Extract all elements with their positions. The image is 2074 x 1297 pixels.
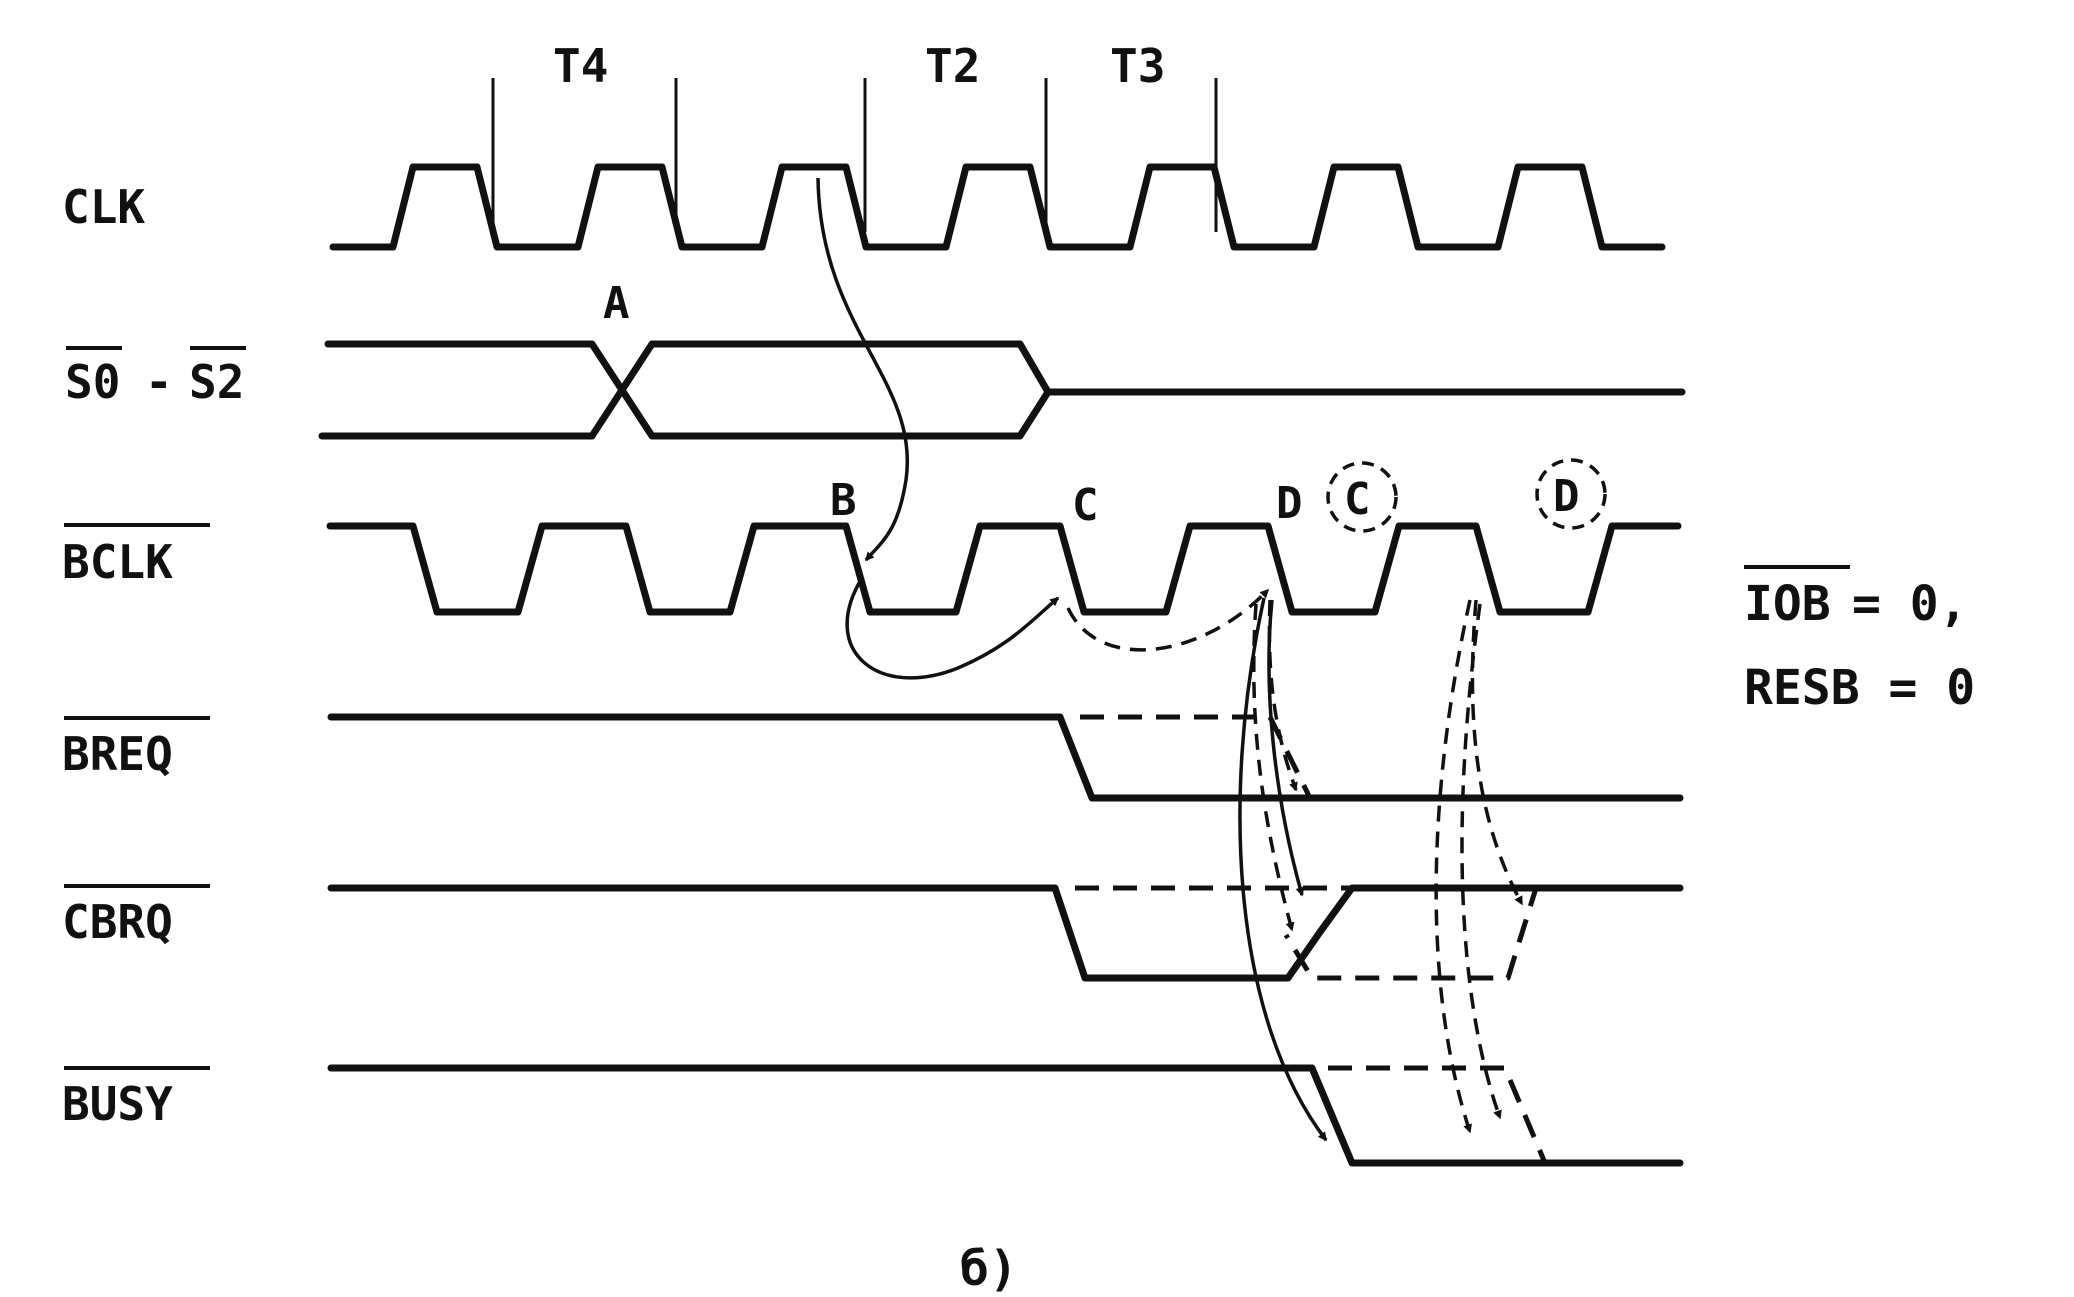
waveform-cbrq [327, 884, 1684, 982]
arrow-bclk-b-to-c [845, 577, 1060, 680]
dashed-circle-c [1326, 461, 1398, 533]
condition-resb: RESB = 0 [1744, 660, 1975, 716]
phase-markers: T4 T2 T3 [491, 39, 1218, 232]
phase-label-t3: T3 [1110, 39, 1165, 93]
signal-label-bclk-group: BCLK [62, 523, 210, 589]
waveform-s0-s2-lower [318, 340, 1052, 440]
arrow-clk-to-bclk [816, 177, 910, 562]
signal-label-breq-group: BREQ [62, 716, 210, 781]
conditions-note: IOB = 0, RESB = 0 [1744, 565, 1975, 716]
point-label-b: B [830, 475, 857, 526]
waveform-busy [327, 1064, 1684, 1167]
signal-label-dash: - [145, 355, 173, 409]
signal-label-s2: S2 [189, 355, 244, 409]
arrow-d-to-cbrq-dashed [1252, 603, 1295, 932]
signal-label-clk: CLK [62, 180, 145, 234]
signal-label-busy: BUSY [62, 1077, 173, 1131]
point-label-c-alt: C [1344, 474, 1371, 525]
point-label-a: A [603, 278, 630, 329]
phase-label-t4: T4 [553, 39, 608, 93]
arrow-d2-to-cbrq-dashed [1470, 599, 1524, 906]
signal-label-s0: S0 [65, 355, 120, 409]
signal-label-breq: BREQ [62, 727, 173, 781]
point-label-d: D [1276, 478, 1303, 529]
waveform-clk [329, 163, 1666, 251]
arrow-d-to-busy [1238, 597, 1328, 1142]
waveform-busy-alt [1290, 1065, 1548, 1164]
waveform-s0-s2-upper [324, 340, 1686, 440]
waveform-bclk [326, 522, 1682, 616]
point-label-c: C [1072, 480, 1099, 531]
arrow-d-to-breq-dashed [1267, 599, 1298, 792]
waveform-breq [327, 713, 1684, 802]
condition-iob-value: = 0, [1852, 576, 1968, 632]
arrow-d2-to-busy-dashed [1434, 599, 1472, 1134]
arrow-c-to-d-dashed [1066, 588, 1270, 652]
figure-caption: б) [960, 1241, 1018, 1297]
signal-label-bclk: BCLK [62, 535, 173, 589]
signal-label-cbrq: CBRQ [62, 895, 173, 949]
signal-label-busy-group: BUSY [62, 1066, 210, 1131]
arrow-d2-to-busy-dashed-2 [1460, 603, 1502, 1120]
signal-labels: CLK S0 - S2 BCLK BREQ CBRQ BUSY [62, 180, 246, 1131]
dashed-circle-d [1535, 458, 1607, 530]
signal-label-s0-s2: S0 - S2 [65, 346, 246, 409]
signal-label-cbrq-group: CBRQ [62, 884, 210, 949]
phase-label-t2: T2 [925, 39, 980, 93]
condition-iob-signal: IOB [1744, 576, 1831, 632]
point-label-d-alt: D [1553, 471, 1580, 522]
waveform-cbrq-alt [1075, 885, 1539, 981]
